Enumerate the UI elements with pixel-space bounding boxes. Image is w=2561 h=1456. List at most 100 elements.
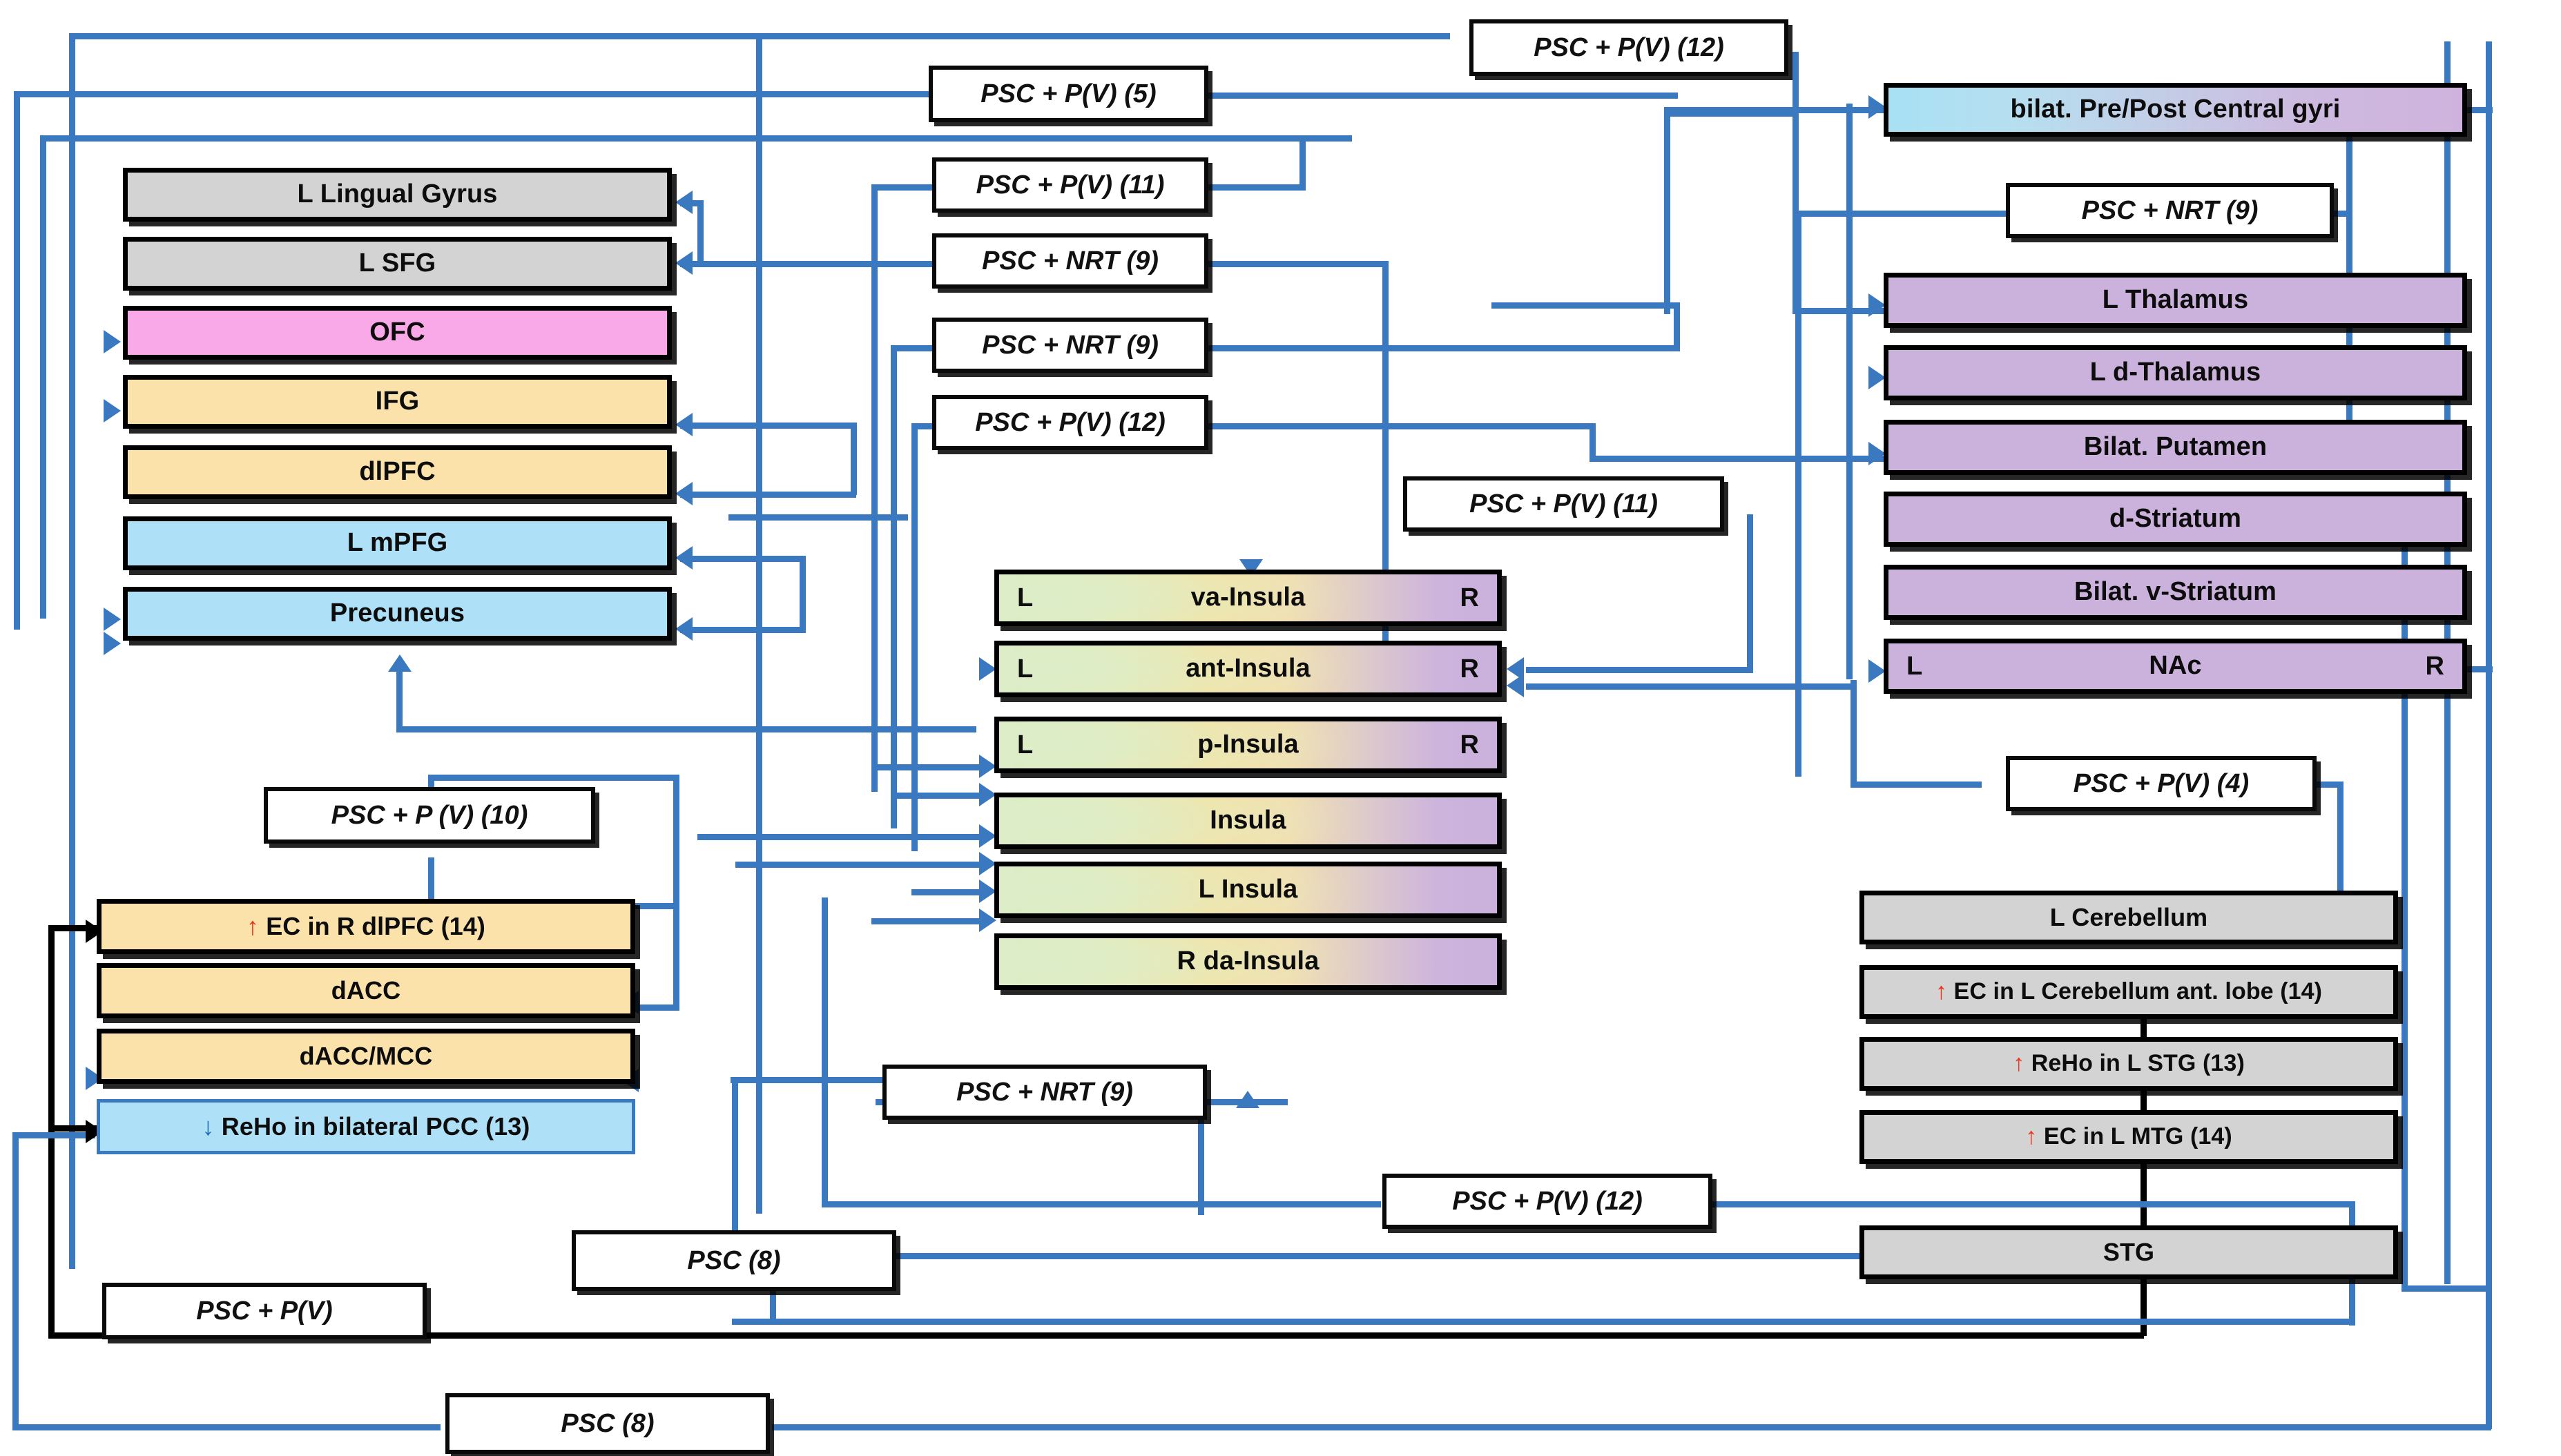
connector-line [1747, 514, 1753, 673]
node-bilat-pre-post-central-gyri[interactable]: bilat. Pre/Post Central gyri [1884, 83, 2467, 137]
edge-label-psc-pv-11-center[interactable]: PSC + P(V) (11) [1403, 476, 1724, 532]
node-ec-in-r-dlpfc[interactable]: ↑ EC in R dlPFC (14) [97, 899, 635, 954]
node-label: L SFG [358, 249, 436, 278]
node-p-insula[interactable]: L p-Insula R [994, 717, 1502, 773]
hemisphere-left-marker: L [1017, 654, 1034, 683]
up-arrow-icon: ↑ [246, 912, 267, 941]
edge-label-psc-p-v-10[interactable]: PSC + P (V) (10) [264, 787, 595, 844]
connector-line [800, 556, 806, 632]
edge-label-psc-nrt-9-b[interactable]: PSC + NRT (9) [932, 318, 1208, 373]
edge-label-text: PSC + NRT (9) [956, 1077, 1133, 1107]
node-l-d-thalamus[interactable]: L d-Thalamus [1884, 345, 2467, 400]
node-label: Bilat. v-Striatum [2074, 577, 2277, 607]
node-nac[interactable]: L NAc R [1884, 639, 2467, 694]
arrowhead [979, 880, 996, 903]
edge-label-psc-pv-12-top[interactable]: PSC + P(V) (12) [1469, 19, 1788, 76]
edge-label-text: PSC + P(V) (11) [976, 170, 1165, 200]
connector-line [1382, 261, 1389, 689]
node-va-insula[interactable]: L va-Insula R [994, 570, 1502, 626]
arrowhead [675, 191, 693, 214]
edge-label-psc-nrt-9-bottom[interactable]: PSC + NRT (9) [882, 1065, 1207, 1120]
node-label-text: EC in R dlPFC (14) [266, 912, 486, 941]
node-label: ↑ ReHo in L STG (13) [2013, 1051, 2245, 1076]
node-dlpfc[interactable]: dlPFC [123, 445, 672, 499]
node-l-insula[interactable]: L Insula [994, 862, 1502, 918]
arrowhead [1868, 659, 1886, 683]
connector-line [1589, 423, 1596, 461]
connector-line [851, 452, 857, 495]
arrowhead [979, 824, 996, 848]
node-ec-in-l-cerebellum-ant-lobe[interactable]: ↑ EC in L Cerebellum ant. lobe (14) [1859, 965, 2398, 1019]
arrowhead [104, 330, 121, 353]
connector-line [732, 1077, 738, 1258]
node-ec-in-l-mtg[interactable]: ↑ EC in L MTG (14) [1859, 1110, 2398, 1164]
edge-label-psc-pv-4[interactable]: PSC + P(V) (4) [2006, 756, 2317, 811]
arrowhead [979, 909, 996, 932]
hemisphere-left-marker: L [1017, 730, 1034, 759]
connector-line [871, 184, 878, 792]
up-arrow-icon: ↑ [2025, 1123, 2044, 1150]
node-ifg[interactable]: IFG [123, 375, 672, 429]
node-l-sfg[interactable]: L SFG [123, 237, 672, 291]
node-ofc[interactable]: OFC [123, 306, 672, 360]
edge-label-psc-8-mid[interactable]: PSC (8) [572, 1230, 896, 1291]
node-r-da-insula[interactable]: R da-Insula [994, 933, 1502, 990]
node-stg[interactable]: STG [1859, 1225, 2398, 1279]
node-l-thalamus[interactable]: L Thalamus [1884, 273, 2467, 328]
edge-label-psc-pv-5[interactable]: PSC + P(V) (5) [929, 66, 1208, 122]
node-label: NAc [2149, 651, 2202, 681]
connector-line [1664, 110, 1795, 117]
node-reho-in-l-stg[interactable]: ↑ ReHo in L STG (13) [1859, 1037, 2398, 1091]
node-dacc[interactable]: dACC [97, 963, 635, 1018]
connector-line [911, 423, 918, 851]
connector-line [1850, 782, 1982, 788]
hemisphere-left-marker: L [1017, 583, 1034, 612]
connector-line [911, 423, 934, 429]
node-dacc-mcc[interactable]: dACC/MCC [97, 1029, 635, 1084]
node-label: Bilat. Putamen [2083, 432, 2268, 462]
connector-line [732, 1253, 1878, 1259]
edge-label-text: PSC + P (V) (10) [331, 800, 528, 830]
node-bilat-v-striatum[interactable]: Bilat. v-Striatum [1884, 565, 2467, 620]
edge-label-text: PSC + NRT (9) [2081, 195, 2259, 225]
connector-line [1526, 683, 1850, 690]
connector-line [396, 663, 403, 732]
connector-line [14, 91, 932, 97]
edge-label-psc-pv-12-bottom[interactable]: PSC + P(V) (12) [1382, 1174, 1712, 1229]
node-reho-in-bilateral-pcc[interactable]: ↓ ReHo in bilateral PCC (13) [97, 1099, 635, 1154]
node-d-striatum[interactable]: d-Striatum [1884, 492, 2467, 547]
node-label: p-Insula [1197, 730, 1299, 759]
arrowhead [1507, 674, 1524, 697]
node-label: L mPFG [347, 528, 448, 558]
arrowhead [979, 657, 996, 681]
node-l-cerebellum[interactable]: L Cerebellum [1859, 891, 2398, 944]
connector-line [822, 897, 828, 1207]
connector-line [697, 834, 982, 840]
arrowhead [1868, 442, 1886, 465]
edge-label-text: PSC + P(V) (5) [980, 79, 1157, 108]
node-label: STG [2103, 1238, 2155, 1267]
down-arrow-icon: ↓ [202, 1112, 222, 1141]
connector-line [48, 925, 55, 1338]
node-l-lingual-gyrus[interactable]: L Lingual Gyrus [123, 168, 672, 222]
connector-line [1208, 261, 1388, 267]
connector-line [731, 1077, 938, 1083]
edge-label-psc-nrt-9-right[interactable]: PSC + NRT (9) [2006, 183, 2334, 238]
connector-line [822, 1201, 1381, 1207]
edge-label-psc-pv-11-upper[interactable]: PSC + P(V) (11) [932, 157, 1208, 213]
edge-label-psc-pv-12-mid[interactable]: PSC + P(V) (12) [932, 395, 1208, 450]
connector-line [680, 492, 856, 498]
edge-label-psc-pv[interactable]: PSC + P(V) [102, 1283, 427, 1339]
hemisphere-right-marker: R [1460, 730, 1479, 759]
edge-label-psc-nrt-9-a[interactable]: PSC + NRT (9) [932, 233, 1208, 289]
connector-line [673, 775, 679, 1009]
node-label: L Cerebellum [2049, 903, 2208, 932]
node-bilat-putamen[interactable]: Bilat. Putamen [1884, 420, 2467, 475]
node-precuneus[interactable]: Precuneus [123, 587, 672, 641]
node-ant-insula[interactable]: L ant-Insula R [994, 641, 1502, 697]
node-l-mpfg[interactable]: L mPFG [123, 516, 672, 570]
edge-label-text: PSC (8) [561, 1408, 655, 1438]
arrowhead [979, 852, 996, 875]
edge-label-psc-8-bottom[interactable]: PSC (8) [445, 1393, 770, 1454]
node-insula[interactable]: Insula [994, 793, 1502, 849]
